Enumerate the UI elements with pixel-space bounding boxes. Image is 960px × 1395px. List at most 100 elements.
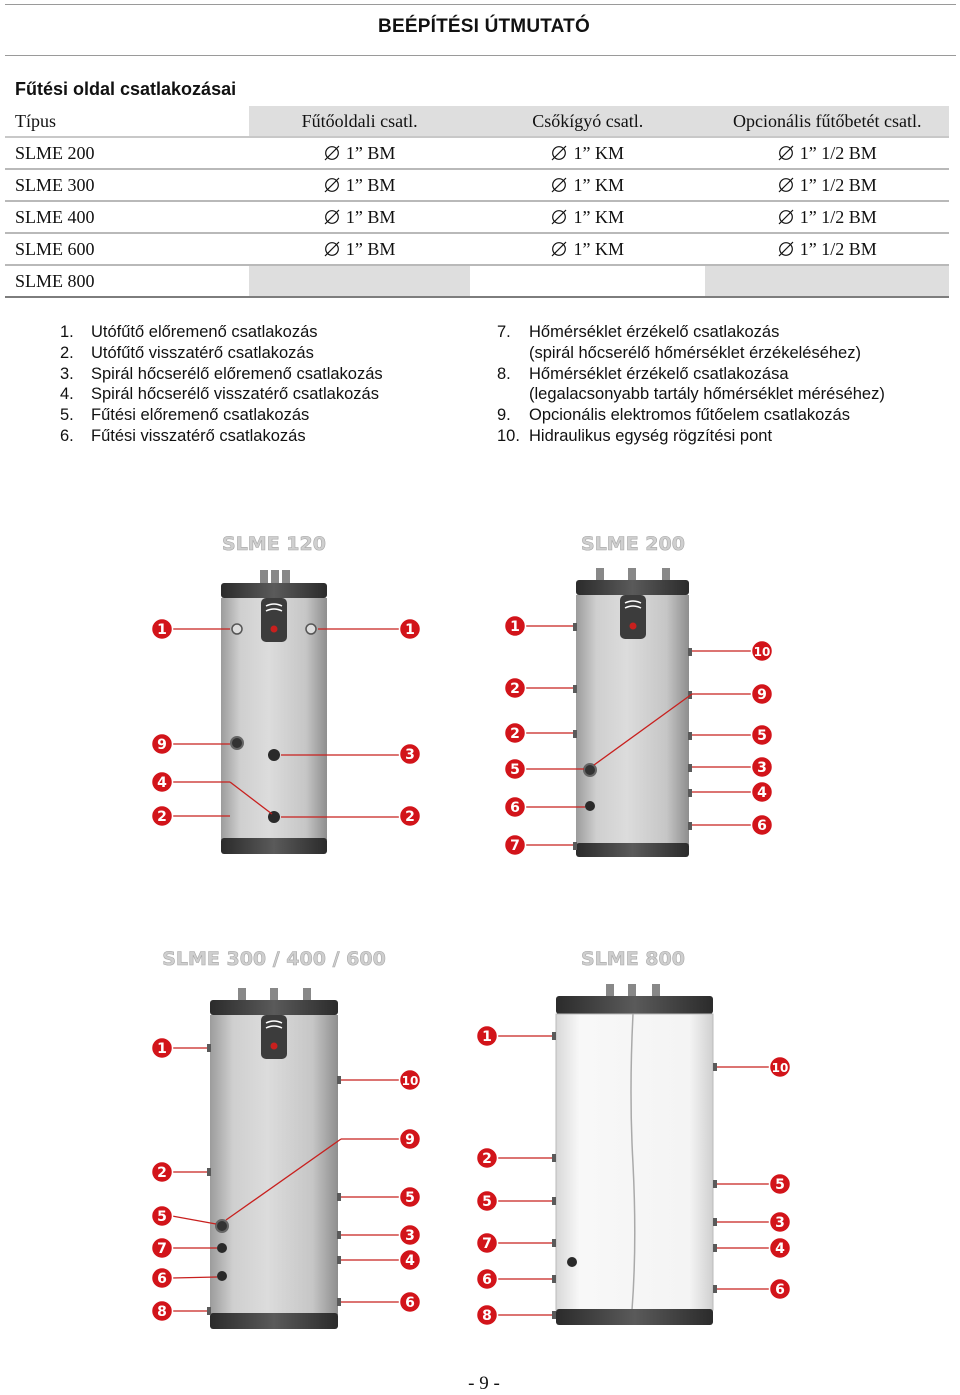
- callout-badge: 2: [398, 804, 422, 828]
- callout-badge: 6: [150, 1266, 174, 1290]
- logo-icon: [265, 1020, 283, 1029]
- table-cell: 1” 1/2 BM: [705, 233, 949, 266]
- callout-badge: 10: [398, 1068, 422, 1092]
- callout-badge-number: 1: [405, 622, 415, 638]
- callout-badge-number: 2: [405, 809, 415, 825]
- callout-badge: 9: [750, 682, 774, 706]
- pipe-stub: [282, 570, 290, 584]
- control-panel: [261, 1015, 287, 1059]
- callout-badge-number: 5: [482, 1194, 492, 1210]
- callout-badge-number: 7: [510, 838, 520, 854]
- callout-badge: 1: [475, 1024, 499, 1048]
- diameter-icon: [324, 241, 340, 257]
- callout-badge: 1: [150, 617, 174, 641]
- callout-badge: 6: [398, 1290, 422, 1314]
- diameter-icon: [551, 145, 567, 161]
- callout-badge-number: 4: [157, 775, 167, 791]
- top-rule: [5, 4, 956, 5]
- callout-badge-number: 2: [157, 1165, 167, 1181]
- table-cell-value: 1” BM: [345, 238, 396, 259]
- callout-badge: 1: [398, 617, 422, 641]
- table-cell: 1” BM: [249, 233, 470, 266]
- callout-badge: 2: [503, 721, 527, 745]
- table-row: SLME 800: [5, 265, 949, 298]
- callout-badge: 4: [150, 770, 174, 794]
- callout-badge: 5: [475, 1189, 499, 1213]
- legend-item: 4.Spirál hőcserélő visszatérő csatlakozá…: [60, 385, 379, 404]
- pipe-stub: [662, 568, 670, 582]
- legend-item: 3.Spirál hőcserélő előremenő csatlakozás: [60, 364, 383, 383]
- table-header-cell: Fűtőoldali csatl.: [249, 106, 470, 138]
- callout-badge: 4: [768, 1236, 792, 1260]
- callout-badge-number: 6: [482, 1272, 492, 1288]
- table-cell-value: 1” 1/2 BM: [799, 206, 877, 227]
- callout-badge: 7: [475, 1231, 499, 1255]
- callout-badge-number: 8: [482, 1308, 492, 1324]
- callout-badge: 6: [503, 795, 527, 819]
- pipe-stub: [606, 984, 614, 998]
- table-cell: 1” 1/2 BM: [705, 137, 949, 170]
- legend-item: 6.Fűtési visszatérő csatlakozás: [60, 426, 306, 445]
- callout-badge-number: 3: [405, 1228, 415, 1244]
- port-icon: [585, 801, 595, 811]
- tank-top: [221, 583, 327, 598]
- tank-top: [210, 1000, 338, 1015]
- callout-badge-number: 1: [157, 622, 167, 638]
- tank-base: [576, 843, 689, 857]
- table-cell-type: SLME 300: [5, 169, 250, 202]
- callout-badge: 7: [503, 833, 527, 857]
- callout-badge: 3: [398, 1223, 422, 1247]
- table-cell-type: SLME 600: [5, 233, 250, 266]
- callout-badge-number: 6: [405, 1295, 415, 1311]
- table-cell-empty: [469, 265, 706, 298]
- table-cell-value: 1” BM: [345, 142, 396, 163]
- port-icon: [305, 623, 317, 635]
- callout-badge-number: 5: [510, 762, 520, 778]
- table-cell-value: 1” BM: [345, 206, 396, 227]
- callout-badge: 7: [150, 1236, 174, 1260]
- page-title: BEÉPÍTÉSI ÚTMUTATÓ: [378, 16, 590, 37]
- pipe-stub: [303, 988, 311, 1002]
- port-icon: [567, 1257, 577, 1267]
- tank-label: SLME 200: [581, 533, 685, 555]
- legend-item: 7.Hőmérséklet érzékelő csatlakozás: [497, 323, 780, 341]
- table-row: SLME 300 1” BM 1” KM 1” 1/2 BM: [5, 169, 949, 202]
- legend-item: 5.Fűtési előremenő csatlakozás: [60, 406, 310, 425]
- logo-icon: [265, 603, 283, 612]
- callout-badge: 1: [503, 614, 527, 638]
- port-icon: [268, 749, 280, 761]
- pipe-stub: [628, 984, 636, 998]
- table-cell: 1” BM: [249, 137, 470, 170]
- diameter-icon: [551, 209, 567, 225]
- tank-top: [556, 996, 713, 1014]
- callout-badge-number: 4: [757, 785, 767, 801]
- callout-badge-number: 6: [510, 800, 520, 816]
- diameter-icon: [551, 241, 567, 257]
- callout-badge-number: 4: [405, 1253, 415, 1269]
- callout-badge-number: 10: [402, 1074, 419, 1088]
- callout-badge: 3: [398, 742, 422, 766]
- callout-badge-number: 4: [775, 1241, 785, 1257]
- callout-badge: 4: [398, 1248, 422, 1272]
- table-cell-type: SLME 200: [5, 137, 250, 170]
- callout-badge-number: 10: [772, 1061, 789, 1075]
- table-header-cell: Opcionális fűtőbetét csatl.: [705, 106, 949, 138]
- diameter-icon: [778, 241, 794, 257]
- callout-badge-number: 2: [482, 1151, 492, 1167]
- pipe-stub: [271, 570, 279, 584]
- side-ports: [207, 1044, 341, 1315]
- diameter-icon: [778, 177, 794, 193]
- callout-badge: 9: [398, 1127, 422, 1151]
- callout-badge: 2: [150, 1160, 174, 1184]
- callout-badge: 3: [750, 755, 774, 779]
- diameter-icon: [324, 145, 340, 161]
- tank-base: [221, 838, 327, 854]
- callout-badge: 3: [768, 1210, 792, 1234]
- callout-badge-number: 5: [157, 1209, 167, 1225]
- tank-label: SLME 800: [581, 948, 685, 970]
- callout-badge-number: 5: [405, 1190, 415, 1206]
- table-cell: 1” 1/2 BM: [705, 169, 949, 202]
- callout-badge: 1: [150, 1036, 174, 1060]
